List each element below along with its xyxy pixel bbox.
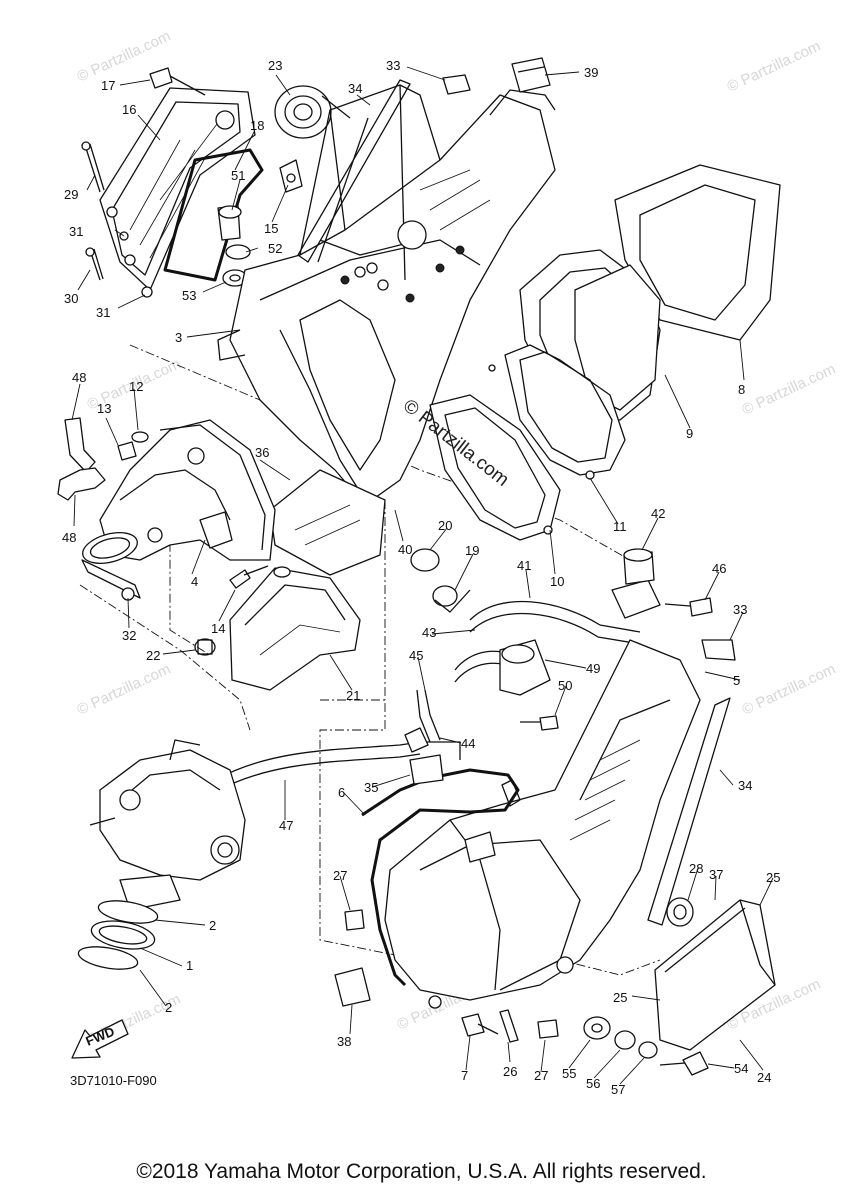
callout-52: 52 (268, 241, 282, 256)
callout-labels: 1 2 2 3 4 5 6 7 8 9 10 11 12 13 14 15 16… (62, 58, 780, 1097)
assembly-guide-lines (79, 344, 661, 976)
callout-10: 10 (550, 574, 564, 589)
callout-22: 22 (146, 648, 160, 663)
leader-lines (71, 66, 774, 1085)
callout-38: 38 (337, 1034, 351, 1049)
callout-49: 49 (586, 661, 600, 676)
callout-32: 32 (122, 628, 136, 643)
callout-36: 36 (255, 445, 269, 460)
callout-3: 3 (175, 330, 182, 345)
callout-27b: 27 (333, 868, 347, 883)
callout-56: 56 (586, 1076, 600, 1091)
copyright-notice: ©2018 Yamaha Motor Corporation, U.S.A. A… (136, 1160, 707, 1183)
callout-13: 13 (97, 401, 111, 416)
callout-21: 21 (346, 688, 360, 703)
callout-47: 47 (279, 818, 293, 833)
callout-34: 34 (348, 81, 362, 96)
callout-48: 48 (72, 370, 86, 385)
callout-24: 24 (757, 1070, 771, 1085)
callout-51: 51 (231, 168, 245, 183)
grommet (274, 85, 351, 139)
callout-4: 4 (191, 574, 198, 589)
top-clips (442, 57, 551, 95)
callout-19: 19 (465, 543, 479, 558)
air-box-main (217, 79, 556, 576)
air-filter-element (429, 164, 781, 541)
side-duct (229, 566, 361, 691)
callout-27: 27 (534, 1068, 548, 1083)
callout-17: 17 (101, 78, 115, 93)
callout-45: 45 (409, 648, 423, 663)
part-code: 3D71010-F090 (70, 1073, 157, 1088)
callout-33: 33 (386, 58, 400, 73)
callout-2b: 2 (165, 1000, 172, 1015)
callout-20: 20 (438, 518, 452, 533)
right-strips (647, 697, 776, 1051)
callout-54: 54 (734, 1061, 748, 1076)
callout-37: 37 (709, 867, 723, 882)
callout-2: 2 (209, 918, 216, 933)
callout-50: 50 (558, 678, 572, 693)
callout-31: 31 (69, 224, 83, 239)
callout-14: 14 (211, 621, 225, 636)
callout-8: 8 (738, 382, 745, 397)
watermark-text: © Partzilla.com (740, 661, 839, 719)
callout-25: 25 (613, 990, 627, 1005)
callout-53: 53 (182, 288, 196, 303)
callout-1: 1 (186, 958, 193, 973)
callout-12: 12 (129, 379, 143, 394)
cover-fasteners (81, 67, 206, 298)
callout-5: 5 (733, 673, 740, 688)
callout-7: 7 (461, 1068, 468, 1083)
callout-30: 30 (64, 291, 78, 306)
callout-46: 46 (712, 561, 726, 576)
callout-33b: 33 (733, 602, 747, 617)
callout-43: 43 (422, 625, 436, 640)
callout-34b: 34 (738, 778, 752, 793)
watermark-text: © Partzilla.com (725, 38, 824, 96)
callout-40: 40 (398, 542, 412, 557)
air-filter-cover (99, 87, 264, 291)
callout-39: 39 (584, 65, 598, 80)
watermark-text: © Partzilla.com (740, 361, 839, 419)
right-hardware (520, 597, 736, 731)
watermark-text: © Partzilla.com (75, 661, 174, 719)
intake-boot (57, 417, 276, 601)
callout-44: 44 (461, 736, 475, 751)
callout-31b: 31 (96, 305, 110, 320)
clip (279, 159, 303, 193)
callout-11: 11 (613, 519, 627, 534)
lower-air-box (361, 639, 701, 1009)
bolt-washer-stack (217, 205, 251, 287)
callout-26: 26 (503, 1064, 517, 1079)
callout-25b: 25 (766, 870, 780, 885)
bottom-hardware (334, 909, 709, 1076)
callout-41: 41 (517, 558, 531, 573)
carburetor-assembly (77, 739, 246, 970)
callout-18: 18 (250, 118, 264, 133)
callout-9: 9 (686, 426, 693, 441)
callout-35: 35 (364, 780, 378, 795)
callout-23: 23 (268, 58, 282, 73)
callout-29: 29 (64, 187, 78, 202)
callout-48b: 48 (62, 530, 76, 545)
callout-28: 28 (689, 861, 703, 876)
callout-16: 16 (122, 102, 136, 117)
small-hardware-mid (194, 548, 471, 656)
callout-6: 6 (338, 785, 345, 800)
callout-42: 42 (651, 506, 665, 521)
callout-55: 55 (562, 1066, 576, 1081)
vent-hoses (214, 548, 661, 793)
callout-57: 57 (611, 1082, 625, 1097)
callout-15: 15 (264, 221, 278, 236)
